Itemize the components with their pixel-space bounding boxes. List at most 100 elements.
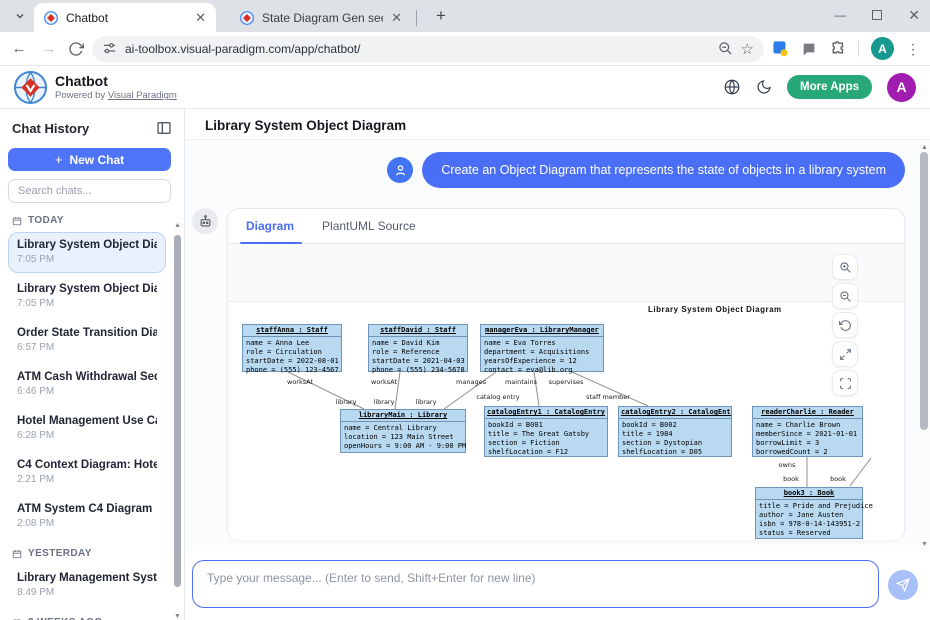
sidepanel-extension-icon[interactable] bbox=[801, 41, 817, 57]
message-composer bbox=[185, 551, 930, 619]
more-apps-button[interactable]: More Apps bbox=[787, 75, 872, 99]
url-text[interactable]: ai-toolbox.visual-paradigm.com/app/chatb… bbox=[125, 41, 361, 56]
tab-diagram[interactable]: Diagram bbox=[239, 209, 303, 244]
diagram-title: Library System Object Diagram bbox=[648, 305, 782, 314]
toolbar-separator bbox=[858, 40, 859, 57]
chat-history-item[interactable]: Hotel Management Use Case6:28 PM bbox=[17, 415, 157, 441]
edge-label: worksAt bbox=[287, 378, 313, 386]
sidebar-scrollbar[interactable]: ▲ ▼ bbox=[173, 222, 182, 620]
tab-plantuml-source[interactable]: PlantUML Source bbox=[322, 219, 416, 233]
send-button[interactable] bbox=[888, 570, 918, 600]
minimize-icon[interactable]: — bbox=[834, 8, 847, 22]
diagram-card: Diagram PlantUML Source Library System O… bbox=[227, 208, 905, 540]
bot-response-row: Diagram PlantUML Source Library System O… bbox=[185, 188, 930, 540]
language-globe-icon[interactable] bbox=[723, 78, 741, 96]
search-chats-input[interactable] bbox=[8, 179, 171, 203]
chat-section-header: TODAY bbox=[8, 207, 166, 232]
edge-label: manages bbox=[456, 378, 486, 386]
diagram-viewport[interactable]: Library System Object Diagram staffAnna … bbox=[228, 244, 904, 540]
edge-label: staff member bbox=[586, 393, 630, 401]
translate-extension-icon[interactable] bbox=[772, 40, 789, 57]
chat-scrollbar[interactable]: ▲ ▼ bbox=[920, 144, 928, 548]
bookmark-star-icon[interactable]: ☆ bbox=[740, 40, 754, 58]
chat-history-item[interactable]: C4 Context Diagram: Hotel ...2:21 PM bbox=[17, 459, 157, 485]
fullscreen-button[interactable] bbox=[832, 370, 858, 396]
tab-title: Chatbot bbox=[66, 10, 109, 25]
edge-label: book bbox=[830, 475, 846, 483]
chat-section-header: 2 WEEKS AGO bbox=[8, 609, 166, 620]
forward-button[interactable]: → bbox=[41, 40, 57, 57]
browser-menu-icon[interactable]: ⋮ bbox=[906, 40, 920, 57]
fit-view-button[interactable] bbox=[832, 341, 858, 367]
toolbar-right-icons: A ⋮ bbox=[772, 37, 922, 60]
scroll-up-icon[interactable]: ▲ bbox=[921, 144, 928, 151]
user-message-bubble: Create an Object Diagram that represents… bbox=[422, 152, 905, 188]
tab-close-icon[interactable]: ✕ bbox=[195, 9, 206, 25]
reset-view-button[interactable] bbox=[832, 312, 858, 338]
extensions-puzzle-icon[interactable] bbox=[829, 40, 846, 57]
new-tab-button[interactable]: + bbox=[436, 6, 446, 25]
chat-history-item[interactable]: Library System Object Diagr...7:05 PM bbox=[8, 232, 166, 273]
chat-history-item[interactable]: ATM Cash Withdrawal Seque...6:46 PM bbox=[17, 371, 157, 397]
chat-section-header: YESTERDAY bbox=[8, 540, 166, 565]
zoom-out-button[interactable] bbox=[832, 283, 858, 309]
scroll-down-icon[interactable]: ▼ bbox=[174, 613, 181, 620]
tab-title: State Diagram Gen seems alway bbox=[262, 10, 383, 25]
chevron-down-icon bbox=[16, 14, 24, 19]
edge-label: owns bbox=[778, 461, 796, 469]
address-bar[interactable]: ai-toolbox.visual-paradigm.com/app/chatb… bbox=[92, 35, 764, 62]
powered-by: Powered by Visual Paradigm bbox=[55, 90, 177, 101]
message-input[interactable] bbox=[192, 560, 879, 608]
bot-avatar bbox=[192, 208, 218, 234]
browser-tab-chatbot[interactable]: Chatbot ✕ bbox=[34, 3, 216, 32]
tab-search-button[interactable] bbox=[8, 5, 32, 27]
close-icon[interactable]: ✕ bbox=[908, 6, 920, 23]
tab-close-icon[interactable]: ✕ bbox=[391, 9, 402, 25]
scrollbar-thumb[interactable] bbox=[174, 235, 181, 587]
dark-mode-moon-icon[interactable] bbox=[756, 79, 772, 95]
maximize-icon[interactable] bbox=[872, 10, 883, 20]
scrollbar-thumb[interactable] bbox=[920, 152, 928, 430]
user-message-row: Create an Object Diagram that represents… bbox=[185, 140, 930, 188]
person-icon bbox=[395, 164, 405, 176]
visual-paradigm-link[interactable]: Visual Paradigm bbox=[107, 90, 177, 101]
browser-profile-avatar[interactable]: A bbox=[871, 37, 894, 60]
calendar-icon bbox=[12, 216, 22, 225]
app-header: Chatbot Powered by Visual Paradigm More … bbox=[0, 66, 930, 109]
zoom-in-button[interactable] bbox=[832, 254, 858, 280]
scroll-up-icon[interactable]: ▲ bbox=[174, 222, 181, 229]
browser-tab-state-diagram[interactable]: State Diagram Gen seems alway ✕ bbox=[230, 3, 412, 32]
zoom-indicator-icon[interactable] bbox=[718, 41, 733, 56]
site-settings-icon[interactable] bbox=[102, 41, 117, 56]
collapse-sidebar-icon[interactable] bbox=[156, 120, 172, 136]
user-avatar[interactable]: A bbox=[887, 72, 916, 102]
app-title: Chatbot bbox=[55, 73, 108, 89]
chat-main-panel: Library System Object Diagram Create an … bbox=[185, 109, 930, 620]
visual-paradigm-favicon bbox=[44, 10, 58, 25]
chat-history-item[interactable]: Library Management System...8:49 PM bbox=[17, 572, 157, 598]
calendar-icon bbox=[12, 549, 22, 558]
robot-icon bbox=[200, 214, 210, 226]
back-button[interactable]: ← bbox=[11, 40, 27, 57]
edge-label: catalog entry bbox=[476, 393, 520, 401]
chat-history-item[interactable]: Order State Transition Diagra...6:57 PM bbox=[17, 327, 157, 353]
reload-icon[interactable] bbox=[68, 41, 84, 57]
edge-label: supervises bbox=[548, 378, 584, 386]
diagram-edges bbox=[287, 371, 872, 487]
send-icon bbox=[896, 578, 910, 592]
visual-paradigm-favicon bbox=[240, 10, 254, 25]
scroll-down-icon[interactable]: ▼ bbox=[921, 541, 928, 548]
browser-tab-strip: Chatbot ✕ State Diagram Gen seems alway … bbox=[0, 0, 930, 32]
chat-history-item[interactable]: Library System Object Diagr...7:05 PM bbox=[17, 283, 157, 309]
browser-toolbar: ← → ai-toolbox.visual-paradigm.com/app/c… bbox=[0, 32, 930, 66]
new-chat-button[interactable]: +New Chat bbox=[8, 148, 171, 171]
